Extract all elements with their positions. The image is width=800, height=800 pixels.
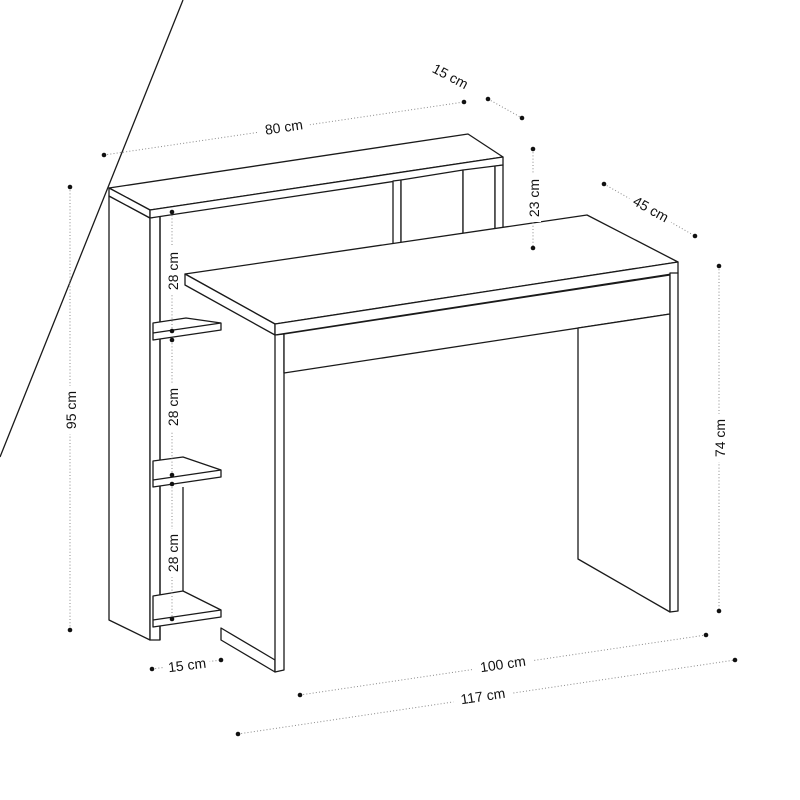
shelf-1 [152, 317, 222, 341]
left-side-panel [108, 195, 161, 641]
shelf-2 [152, 456, 222, 488]
desk-left-leg [220, 333, 285, 673]
label-total-height: 95 cm [63, 391, 79, 429]
dim-total-width: 117 cm [235, 657, 738, 737]
hutch-divider [392, 169, 464, 247]
dim-hutch-depth: 15 cm [430, 60, 525, 121]
label-total-width: 117 cm [459, 685, 506, 707]
label-shelf-spacing-top: 28 cm [165, 252, 181, 290]
dim-desk-width: 100 cm [297, 632, 709, 698]
desk-right-leg [577, 272, 679, 613]
label-shelf-spacing-middle: 28 cm [165, 388, 181, 426]
label-desk-width: 100 cm [479, 653, 527, 676]
dim-shelf-unit-depth: 15 cm [149, 652, 224, 676]
dim-shelf-spacing-top: 28 cm [162, 209, 181, 334]
label-hutch-width: 80 cm [264, 116, 304, 137]
desk-top [184, 214, 679, 336]
label-hutch-height: 23 cm [526, 179, 542, 217]
label-hutch-depth: 15 cm [430, 60, 471, 92]
dim-shelf-spacing-middle: 28 cm [162, 337, 181, 478]
dim-shelf-spacing-bottom: 28 cm [162, 481, 181, 622]
label-shelf-spacing-bottom: 28 cm [165, 534, 181, 572]
label-desk-height: 74 cm [712, 419, 728, 457]
shelf-3 [152, 590, 222, 628]
shelf-back-edge [0, 0, 184, 458]
dim-desk-height: 74 cm [709, 263, 728, 614]
dim-hutch-width: 80 cm [101, 99, 467, 158]
label-shelf-unit-depth: 15 cm [167, 655, 207, 676]
dim-hutch-height: 23 cm [523, 146, 542, 251]
desk-drawing [0, 0, 679, 673]
dim-total-height: 95 cm [60, 184, 79, 633]
